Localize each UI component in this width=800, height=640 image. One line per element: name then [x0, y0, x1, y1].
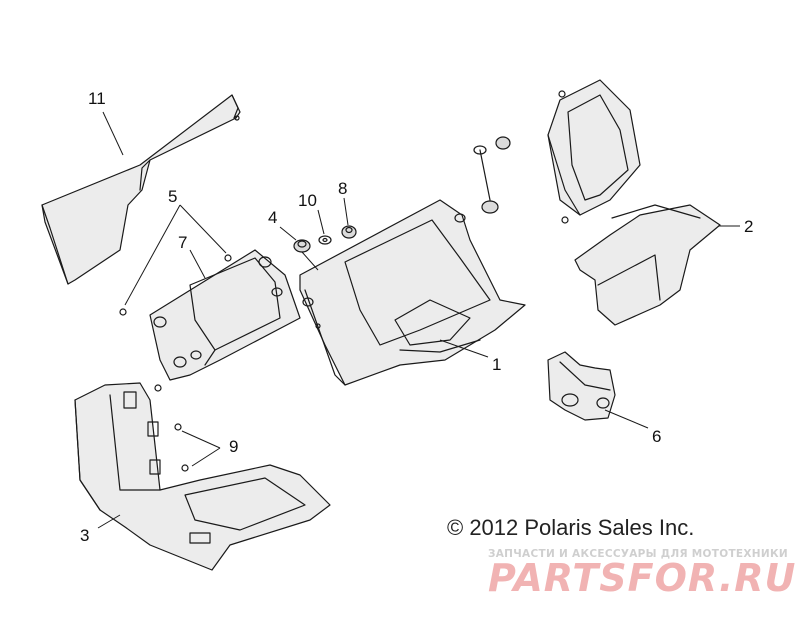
- callout-7: 7: [178, 233, 206, 279]
- callout-8: 8: [338, 179, 349, 226]
- callout-7-label: 7: [178, 233, 187, 252]
- callout-5: 5: [124, 187, 227, 306]
- part-7-plate: [149, 249, 301, 381]
- callout-6: 6: [604, 409, 661, 446]
- part-6-latch: [547, 351, 616, 421]
- part-hardware-upper: [473, 136, 511, 214]
- part-10-washer: [318, 235, 332, 245]
- callout-2: 2: [718, 217, 753, 236]
- callout-6-label: 6: [652, 427, 661, 446]
- part-2-storage-box: [547, 79, 721, 326]
- part-8-nut: [341, 225, 357, 239]
- callout-9-label: 9: [229, 437, 238, 456]
- callout-3: 3: [80, 514, 121, 545]
- callout-4-label: 4: [268, 208, 277, 227]
- part-5-pins: [119, 254, 232, 316]
- callout-11: 11: [88, 89, 124, 156]
- callout-10-label: 10: [298, 191, 317, 210]
- part-1-center-tray: [299, 199, 526, 386]
- callout-4: 4: [268, 208, 319, 271]
- part-3-floor-panel: [74, 382, 331, 571]
- part-4-grommet: [293, 239, 311, 253]
- callout-1-label: 1: [492, 355, 501, 374]
- part-11-side-panel: [41, 94, 241, 285]
- callout-11-label: 11: [88, 89, 106, 108]
- watermark-subtitle: ЗАПЧАСТИ И АКСЕССУАРЫ ДЛЯ МОТОТЕХНИКИ: [488, 548, 788, 560]
- callout-3-label: 3: [80, 526, 89, 545]
- callout-10: 10: [298, 191, 325, 235]
- callout-9: 9: [181, 430, 238, 467]
- callout-5-label: 5: [168, 187, 177, 206]
- callout-8-label: 8: [338, 179, 347, 198]
- callout-2-label: 2: [744, 217, 753, 236]
- watermark-logo: PARTSFOR.RU: [488, 556, 797, 600]
- copyright-notice: © 2012 Polaris Sales Inc.: [447, 515, 695, 540]
- callout-1: 1: [439, 339, 501, 374]
